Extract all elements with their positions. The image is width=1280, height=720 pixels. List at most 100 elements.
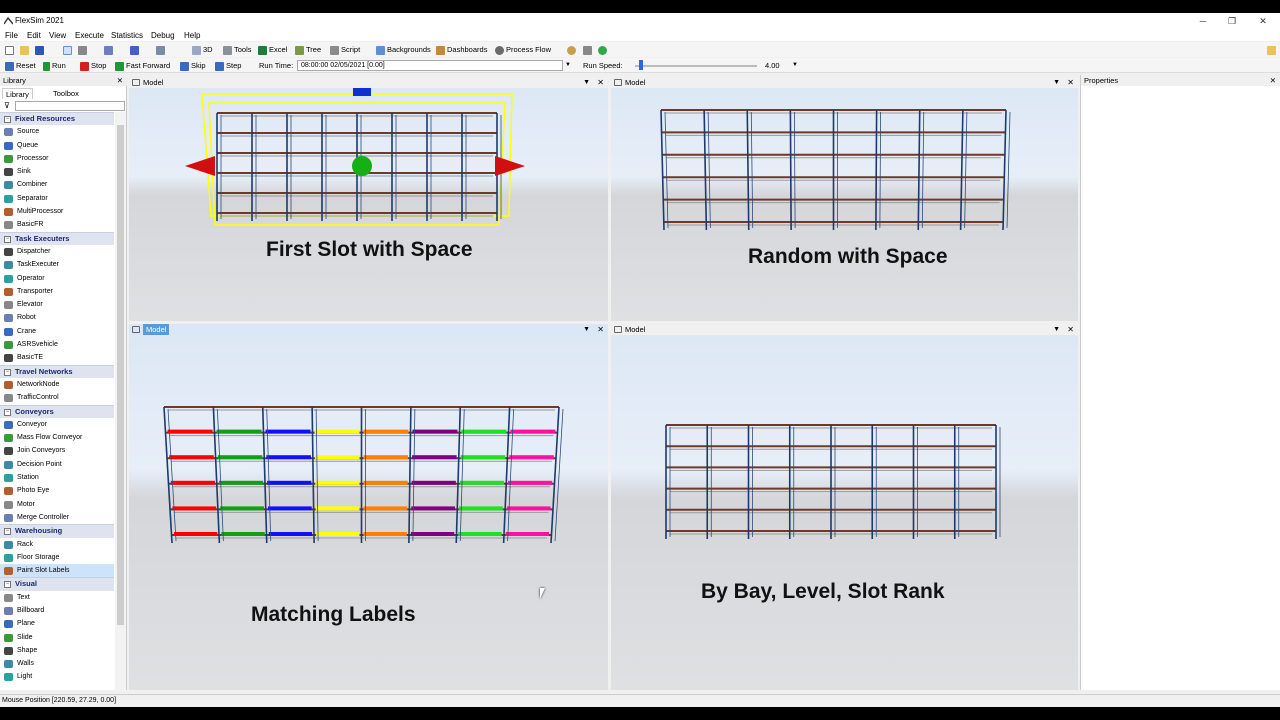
model-view-1-close-icon[interactable]: ✕ — [597, 78, 604, 87]
model-view-2-canvas[interactable]: Random with Space — [611, 88, 1078, 321]
library-item[interactable]: Processor — [0, 152, 114, 165]
rotate-handle-icon[interactable] — [352, 156, 372, 176]
library-item[interactable]: Plane — [0, 617, 114, 630]
run-button[interactable]: Run — [43, 59, 66, 72]
library-item[interactable]: Mass Flow Conveyor — [0, 431, 114, 444]
properties-close-icon[interactable]: ✕ — [1269, 76, 1276, 85]
library-item[interactable]: Text — [0, 591, 114, 604]
collapse-icon[interactable]: − — [4, 368, 11, 376]
minimize-button[interactable]: ─ — [1199, 16, 1207, 26]
run-speed-slider[interactable] — [635, 65, 757, 67]
group-icon[interactable] — [130, 43, 141, 56]
align-icon[interactable] — [104, 43, 115, 56]
library-category[interactable]: −Travel Networks — [0, 364, 114, 378]
panel-toggle-icon[interactable] — [1267, 43, 1278, 56]
tools-button[interactable]: Tools — [223, 43, 252, 56]
model-view-2-dropdown-icon[interactable]: ▼ — [1053, 79, 1060, 86]
menu-debug[interactable]: Debug — [151, 31, 175, 40]
library-item[interactable]: Light — [0, 670, 114, 683]
move-handle-right-icon[interactable] — [495, 156, 525, 176]
model-view-3-close-icon[interactable]: ✕ — [597, 325, 604, 334]
library-category[interactable]: −Fixed Resources — [0, 112, 114, 126]
library-item[interactable]: Photo Eye — [0, 484, 114, 497]
collapse-icon[interactable]: − — [4, 581, 11, 589]
library-item[interactable]: Robot — [0, 311, 114, 324]
run-time-dropdown-icon[interactable]: ▼ — [565, 62, 571, 68]
tab-toolbox[interactable]: Toolbox — [50, 88, 82, 99]
library-item[interactable]: Motor — [0, 498, 114, 511]
library-item[interactable]: Floor Storage — [0, 551, 114, 564]
library-item[interactable]: Source — [0, 125, 114, 138]
backgrounds-button[interactable]: Backgrounds — [376, 43, 431, 56]
menu-edit[interactable]: Edit — [27, 31, 41, 40]
library-item[interactable]: Walls — [0, 657, 114, 670]
run-speed-dropdown-icon[interactable]: ▼ — [792, 62, 798, 68]
close-button[interactable]: ✕ — [1259, 16, 1267, 26]
tree-button[interactable]: Tree — [295, 43, 321, 56]
library-scrollbar-thumb[interactable] — [117, 125, 124, 625]
run-speed-slider-thumb[interactable] — [639, 60, 643, 70]
settings-gear-icon[interactable] — [567, 43, 578, 56]
model-view-4-close-icon[interactable]: ✕ — [1067, 325, 1074, 334]
library-item[interactable]: Combiner — [0, 178, 114, 191]
library-category[interactable]: −Visual — [0, 577, 114, 591]
library-item[interactable]: Shape — [0, 644, 114, 657]
open-icon[interactable] — [20, 43, 31, 56]
library-item[interactable]: Operator — [0, 272, 114, 285]
collapse-icon[interactable]: − — [4, 528, 11, 536]
model-view-3[interactable]: Model▼✕ Matching Labels — [129, 324, 608, 690]
menu-help[interactable]: Help — [184, 31, 201, 40]
library-item[interactable]: Join Conveyors — [0, 444, 114, 457]
tab-library[interactable]: Library — [2, 88, 33, 99]
process-flow-button[interactable]: Process Flow — [495, 43, 551, 56]
library-item[interactable]: TrafficControl — [0, 391, 114, 404]
library-item[interactable]: Billboard — [0, 604, 114, 617]
tree-view-icon[interactable] — [583, 43, 594, 56]
dashboards-button[interactable]: Dashboards — [436, 43, 487, 56]
library-item[interactable]: Separator — [0, 192, 114, 205]
excel-button[interactable]: Excel — [258, 43, 287, 56]
library-item[interactable]: Elevator — [0, 298, 114, 311]
library-item[interactable]: Paint Slot Labels — [0, 564, 114, 578]
collapse-icon[interactable]: − — [4, 235, 11, 243]
reset-button[interactable]: Reset — [5, 59, 36, 72]
save-icon[interactable] — [35, 43, 46, 56]
step-button[interactable]: Step — [215, 59, 241, 72]
model-view-3-dropdown-icon[interactable]: ▼ — [583, 326, 590, 333]
menu-view[interactable]: View — [49, 31, 67, 40]
select-mode-icon[interactable] — [63, 43, 74, 56]
help-icon[interactable] — [598, 43, 609, 56]
model-view-1-dropdown-icon[interactable]: ▼ — [583, 79, 590, 86]
library-item[interactable]: NetworkNode — [0, 378, 114, 391]
skip-button[interactable]: Skip — [180, 59, 206, 72]
run-time-field[interactable]: 08:00:00 02/05/2021 [0.00] — [297, 60, 563, 71]
library-item[interactable]: Rack — [0, 538, 114, 551]
library-item[interactable]: BasicFR — [0, 218, 114, 231]
fast-forward-button[interactable]: Fast Forward — [115, 59, 170, 72]
library-category[interactable]: −Conveyors — [0, 404, 114, 418]
collapse-icon[interactable]: − — [4, 408, 11, 416]
menu-execute[interactable]: Execute — [75, 31, 104, 40]
library-item[interactable]: Decision Point — [0, 458, 114, 471]
edit-selected-icon[interactable] — [156, 43, 167, 56]
library-item[interactable]: Sink — [0, 165, 114, 178]
library-item[interactable]: Transporter — [0, 285, 114, 298]
maximize-button[interactable]: ❐ — [1227, 16, 1237, 26]
library-item[interactable]: Station — [0, 471, 114, 484]
library-category[interactable]: −Warehousing — [0, 524, 114, 538]
model-view-4-dropdown-icon[interactable]: ▼ — [1053, 326, 1060, 333]
model-view-1-canvas[interactable]: First Slot with Space — [129, 88, 608, 321]
library-item[interactable]: Merge Controller — [0, 511, 114, 524]
library-item[interactable]: BasicTE — [0, 351, 114, 364]
move-handle-left-icon[interactable] — [185, 156, 215, 176]
library-item[interactable]: Crane — [0, 325, 114, 338]
menu-file[interactable]: File — [5, 31, 18, 40]
model-view-1[interactable]: Model▼✕ First Slot with Space — [129, 77, 608, 321]
model-view-4[interactable]: Model▼✕ By Bay, Level, Slot Rank — [611, 324, 1078, 690]
menu-statistics[interactable]: Statistics — [111, 31, 144, 40]
collapse-icon[interactable]: − — [4, 116, 11, 123]
library-search-input[interactable] — [15, 101, 125, 111]
library-category[interactable]: −Task Executers — [0, 231, 114, 245]
library-item[interactable]: Queue — [0, 139, 114, 152]
connect-mode-icon[interactable] — [78, 43, 89, 56]
